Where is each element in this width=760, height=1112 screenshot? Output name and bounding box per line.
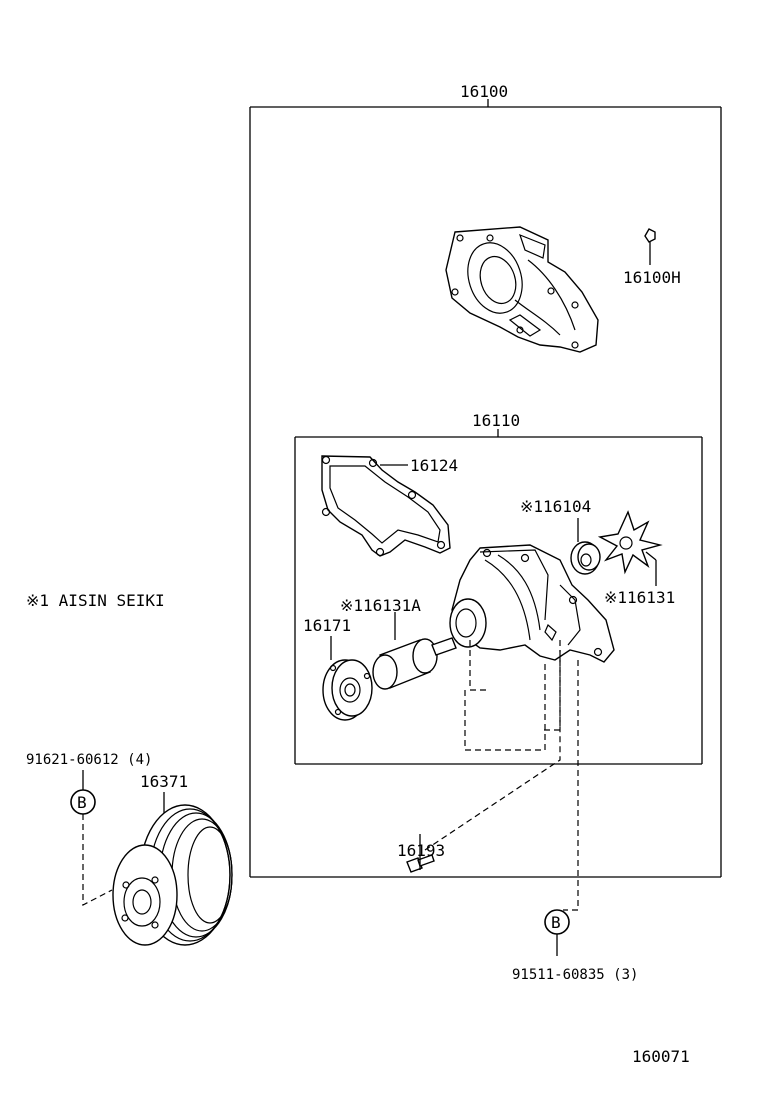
label-16100H: 16100H (623, 268, 681, 287)
bolt-16193 (406, 834, 435, 873)
label-16131: ※116131 (604, 588, 675, 607)
impeller-16131 (597, 510, 663, 586)
seal-16104 (570, 518, 601, 575)
label-16131A: ※116131A (340, 596, 421, 615)
callout-b-left (70, 770, 165, 906)
o-ring-16100H (644, 228, 656, 265)
label-16371: 16371 (140, 772, 188, 791)
label-16171: 16171 (303, 616, 351, 635)
seat-16171 (322, 636, 373, 721)
callout-b-right-letter: B (551, 913, 561, 932)
seal-set-16131A (372, 612, 457, 690)
callout-b-left-letter: B (77, 793, 87, 812)
pump-body-part (449, 544, 615, 663)
label-16193: 16193 (397, 841, 445, 860)
label-91511-60835: 91511-60835 (3) (512, 967, 638, 983)
note-aisin-seiki: ※1 AISIN SEIKI (26, 591, 165, 610)
figure-id: 160071 (632, 1047, 690, 1066)
callout-b-right (544, 909, 570, 956)
cover-plate-part (445, 226, 599, 353)
label-16110: 16110 (472, 411, 520, 430)
pulley-16371 (112, 804, 233, 946)
label-91621-60612: 91621-60612 (4) (26, 752, 152, 768)
label-16124: 16124 (410, 456, 458, 475)
sub-assembly-frame-16110 (294, 429, 703, 765)
label-16104: ※116104 (520, 497, 591, 516)
gasket-16124 (321, 455, 451, 557)
assembly-frame-16100 (249, 99, 722, 878)
bolt-guide-lines (424, 640, 579, 911)
label-16100: 16100 (460, 82, 508, 101)
